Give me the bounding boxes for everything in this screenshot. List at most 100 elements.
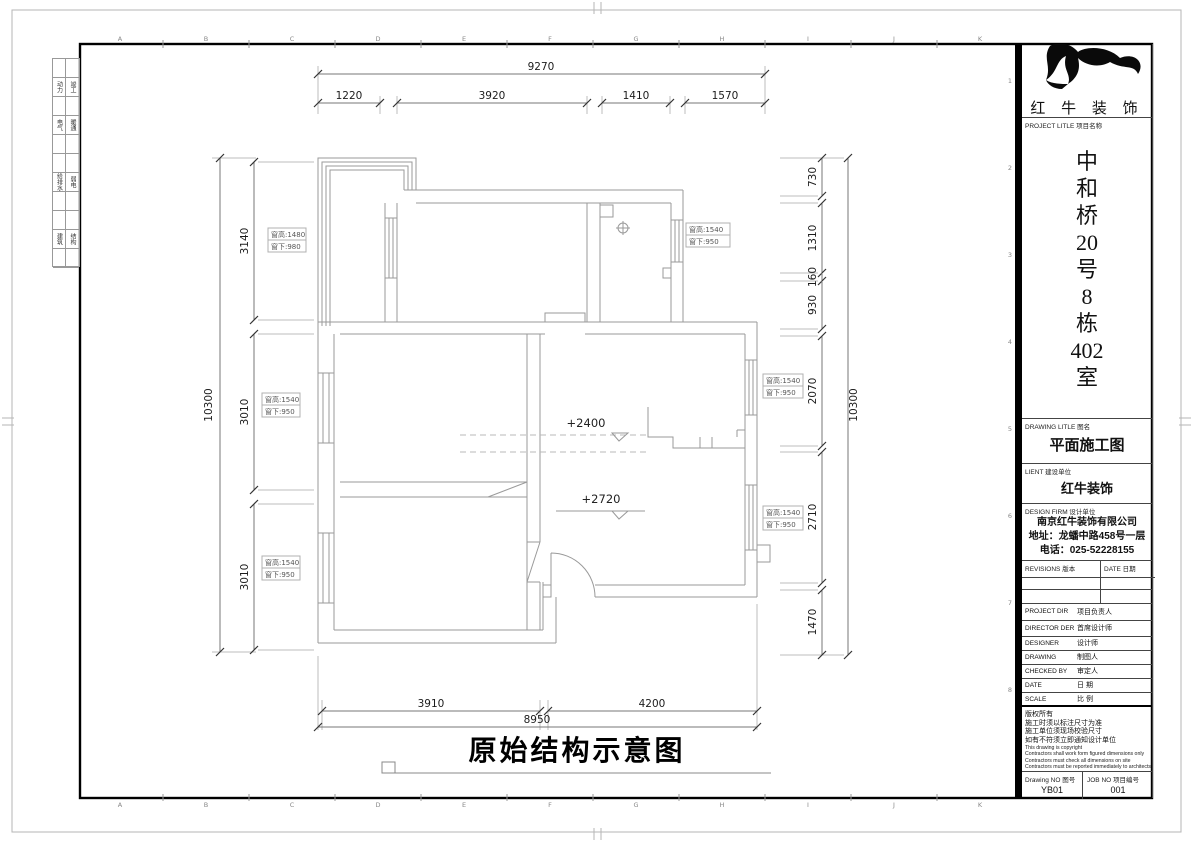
window-sill: 窗下:980 <box>271 242 301 251</box>
copyright-line: This drawing is copyright <box>1025 745 1083 751</box>
dim-value: 1310 <box>807 225 819 252</box>
drawing-title-label: DRAWING LITLE 图名 <box>1022 418 1152 432</box>
grid-number: 4 <box>1008 338 1012 346</box>
grid-letter: A <box>118 35 123 43</box>
discipline-strip: 动力 竣工 电气 暖通 给排水 弱电 建筑 结构 <box>52 58 80 268</box>
row-project-dir: PROJECT DIR 项目负责人 <box>1022 603 1152 619</box>
grid-letter: I <box>807 35 809 43</box>
plan-title: 原始结构示意图 <box>468 734 685 766</box>
extension-lines <box>212 66 844 730</box>
stamp-cell: 弱电 <box>66 173 79 192</box>
window-label: 窗高:1480 窗下:980 <box>267 227 307 253</box>
grid-letters-bottom: A B C D E F G H I J K <box>118 794 983 809</box>
dim-value: 160 <box>807 267 819 287</box>
window-sill: 窗下:950 <box>689 237 719 246</box>
project-name: 中 和 桥 20 号 8 栋 402 室 <box>1022 130 1152 418</box>
row-checked-by: CHECKED BY 审定人 <box>1022 664 1152 677</box>
dim-value: 1410 <box>623 90 650 102</box>
revisions-date-label: DATE 日期 <box>1101 561 1155 578</box>
copyright-notes: 版权所有 施工时须以标注尺寸为准 施工单位须现场校验尺寸 如有不符须立即通知设计… <box>1022 709 1152 771</box>
row-label-cn: 设计师 <box>1077 640 1098 647</box>
grid-numbers-right: 1 2 3 4 5 6 7 8 <box>1008 77 1012 694</box>
beam-dashed-lines <box>460 434 648 453</box>
dim-value: 1220 <box>336 90 363 102</box>
stamp-cell <box>66 97 79 116</box>
dim-value: 3010 <box>239 399 251 426</box>
client-label: LIENT 建设单位 <box>1022 463 1152 476</box>
row-date: DATE 日 期 <box>1022 678 1152 691</box>
stamp-cell <box>53 59 66 78</box>
stamp-label: 动力 <box>55 81 62 93</box>
project-name-line: 中 <box>1075 149 1098 174</box>
dim-top-text: 9270 1220 3920 1410 1570 <box>336 61 739 102</box>
stamp-cell <box>66 211 79 230</box>
dim-right-text: 10300 730 1310 160 930 2070 2710 1470 <box>807 167 860 635</box>
grid-number: 1 <box>1008 77 1012 85</box>
dim-value: 1470 <box>807 609 819 636</box>
stamp-label: 结构 <box>69 233 75 245</box>
grid-letter: B <box>204 801 208 809</box>
dim-value: 730 <box>807 167 819 187</box>
window-height: 窗高:1540 <box>766 508 800 517</box>
project-name-line: 桥 <box>1075 203 1098 228</box>
grid-letter: A <box>118 801 123 809</box>
project-name-line: 栋 <box>1075 311 1098 336</box>
plan-walls <box>317 157 771 644</box>
grid-number: 6 <box>1008 512 1012 520</box>
window-label: 窗高:1540 窗下:950 <box>685 222 731 248</box>
drawing-no-label: Drawing NO 图号 <box>1025 777 1076 784</box>
level-markers: +2400 +2720 <box>556 416 645 520</box>
stamp-label: 竣工 <box>69 81 75 93</box>
stamp-cell <box>53 135 66 154</box>
row-label-en: DRAWING <box>1025 653 1057 661</box>
stamp-cell <box>66 59 79 78</box>
design-firm-label: DESIGN FIRM 设计单位 <box>1022 503 1152 515</box>
grid-number: 2 <box>1008 164 1012 172</box>
copyright-line: Contractors must check all dimensions on… <box>1025 757 1131 764</box>
stamp-cell <box>66 249 79 268</box>
level-hall: +2400 <box>567 416 606 430</box>
grid-number: 3 <box>1008 251 1012 259</box>
dim-value: 2710 <box>807 504 819 531</box>
window-labels: 窗高:1480 窗下:980 窗高:1540 窗下:950 窗高:1540 窗下… <box>261 222 804 581</box>
dim-right <box>817 153 853 660</box>
project-label: PROJECT LITLE 项目名称 <box>1022 117 1152 130</box>
row-director: DIRECTOR DER 首席设计师 <box>1022 620 1152 635</box>
row-label-en: SCALE <box>1025 695 1047 703</box>
window-height: 窗高:1540 <box>689 225 723 234</box>
dim-bottom-text: 3910 4200 8950 <box>418 698 666 726</box>
row-label-cn: 项目负责人 <box>1077 608 1112 616</box>
window-height: 窗高:1540 <box>265 395 299 404</box>
title-block: 红 牛 装 饰 PROJECT LITLE 项目名称 中 和 桥 20 号 8 … <box>1022 43 1155 799</box>
row-label-en: DIRECTOR DER <box>1025 624 1075 632</box>
grid-letter: I <box>807 801 809 809</box>
rednote-bull-logo <box>1046 43 1141 89</box>
firm-address: 地址：龙蟠中路458号一层 <box>1028 531 1146 542</box>
titleblock-divider-bar <box>1015 44 1022 798</box>
stamp-label: 电气 <box>55 119 62 131</box>
dim-value: 9270 <box>528 61 555 73</box>
stamp-cell <box>53 249 66 268</box>
drawing-no-value: YB01 <box>1040 785 1064 795</box>
grid-number: 7 <box>1008 599 1012 607</box>
grid-letter: G <box>633 35 638 43</box>
dim-top <box>313 69 770 108</box>
stamp-label: 建筑 <box>55 233 62 245</box>
grid-letter: H <box>720 801 725 809</box>
stamp-cell <box>53 211 66 230</box>
firm-name: 南京红牛装饰有限公司 <box>1037 517 1137 528</box>
grid-letter: C <box>290 35 295 43</box>
project-name-line: 室 <box>1075 365 1098 390</box>
job-no-label: JOB NO 项目编号 <box>1087 777 1140 784</box>
copyright-line: Contractors must be reported immediately… <box>1025 764 1151 771</box>
stamp-cell <box>66 154 79 173</box>
grid-letter: E <box>462 801 466 809</box>
grid-letter: H <box>720 35 725 43</box>
client-name: 红牛装饰 <box>1060 481 1113 496</box>
dim-value: 1570 <box>712 90 739 102</box>
stamp-cell: 给排水 <box>53 173 66 192</box>
dim-value: 3010 <box>239 564 251 591</box>
row-drawing: DRAWING 制图人 <box>1022 650 1152 663</box>
stamp-cell: 竣工 <box>66 78 79 97</box>
